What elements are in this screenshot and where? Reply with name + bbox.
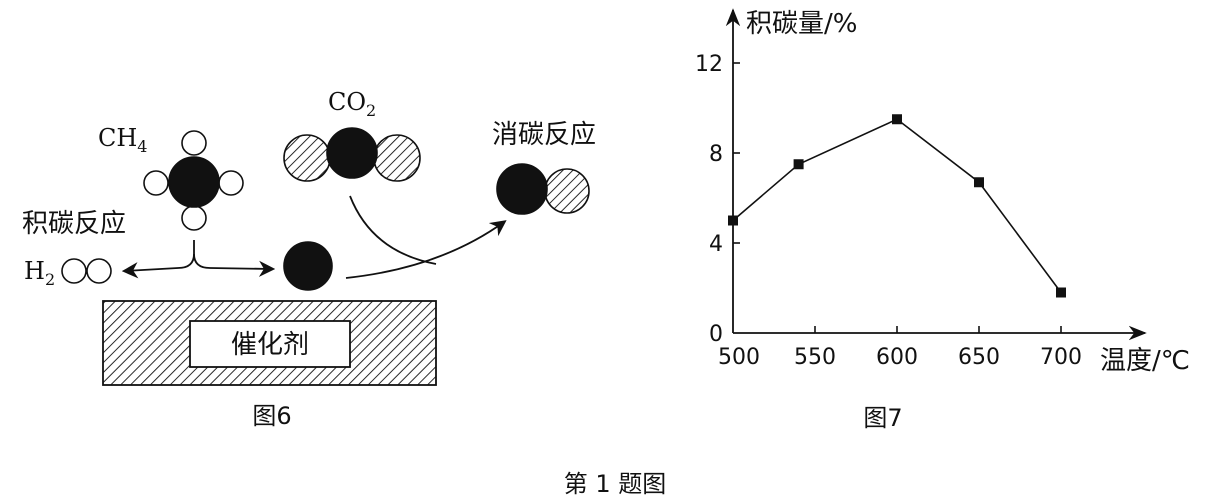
data-point-600 bbox=[892, 114, 902, 125]
x-tick-label: 700 bbox=[1040, 345, 1082, 370]
oxygen-atom-co bbox=[544, 168, 590, 214]
y-tick-label: 8 bbox=[709, 142, 723, 167]
x-tick-label: 600 bbox=[876, 345, 918, 370]
catalyst-label: 催化剂 bbox=[231, 330, 309, 360]
carbon-elimination-label: 消碳反应 bbox=[492, 120, 596, 150]
x-axis-title: 温度/℃ bbox=[1100, 346, 1190, 376]
main-caption: 第 1 题图 bbox=[564, 470, 667, 498]
arrow-carbon-to-co bbox=[345, 220, 507, 279]
data-point-650 bbox=[974, 177, 984, 188]
hydrogen-atom-h2-left bbox=[61, 258, 87, 284]
hydrogen-atom-left bbox=[143, 170, 169, 196]
co2-label: CO2 bbox=[328, 88, 376, 120]
data-point-540 bbox=[793, 159, 804, 170]
h2-label: H2 bbox=[24, 257, 55, 289]
y-tick-label: 12 bbox=[695, 52, 723, 77]
figure-6-caption: 图6 bbox=[252, 402, 291, 430]
data-points bbox=[728, 114, 1066, 298]
arrow-to-carbon bbox=[193, 253, 276, 277]
y-tick-label: 4 bbox=[709, 232, 723, 257]
oxygen-atom-left bbox=[283, 134, 331, 182]
h2-molecule bbox=[61, 258, 112, 284]
oxygen-atom-right bbox=[373, 134, 421, 182]
y-axis-title: 积碳量/% bbox=[746, 9, 857, 39]
hydrogen-atom-right bbox=[218, 170, 244, 196]
deposited-carbon-atom bbox=[283, 241, 333, 291]
ch4-label: CH4 bbox=[98, 124, 147, 156]
co-molecule bbox=[496, 163, 590, 215]
x-tick-label: 500 bbox=[718, 345, 760, 370]
hydrogen-atom-h2-right bbox=[86, 258, 112, 284]
co2-molecule bbox=[283, 127, 421, 182]
catalyst-label-box bbox=[189, 320, 351, 368]
hydrogen-atom-top bbox=[181, 130, 207, 156]
ch4-molecule bbox=[143, 130, 244, 231]
carbon-deposition-label: 积碳反应 bbox=[22, 209, 126, 239]
figure-6-diagram: CH4 CO2 消碳反应 H2 积碳反应 催化剂 bbox=[22, 88, 596, 430]
y-tick-label: 0 bbox=[709, 322, 723, 347]
co2-join-curve bbox=[349, 195, 437, 265]
x-tick-label: 550 bbox=[794, 345, 836, 370]
figure-7-chart: 积碳量/% 温度/℃ 0 4 8 12 500 550 600 650 700 bbox=[695, 8, 1190, 376]
figure-7-caption: 图7 bbox=[863, 404, 902, 432]
x-tick-label: 650 bbox=[958, 345, 1000, 370]
axis-ticks: 0 4 8 12 500 550 600 650 700 bbox=[695, 52, 1082, 370]
data-point-700 bbox=[1056, 287, 1066, 298]
carbon-atom-co bbox=[496, 163, 548, 215]
carbon-atom-co2 bbox=[326, 127, 378, 179]
data-point-500 bbox=[728, 215, 738, 226]
carbon-atom-ch4 bbox=[168, 156, 220, 208]
series-line bbox=[732, 118, 1062, 293]
arrow-to-h2 bbox=[121, 240, 195, 279]
hydrogen-atom-bottom bbox=[181, 205, 207, 231]
